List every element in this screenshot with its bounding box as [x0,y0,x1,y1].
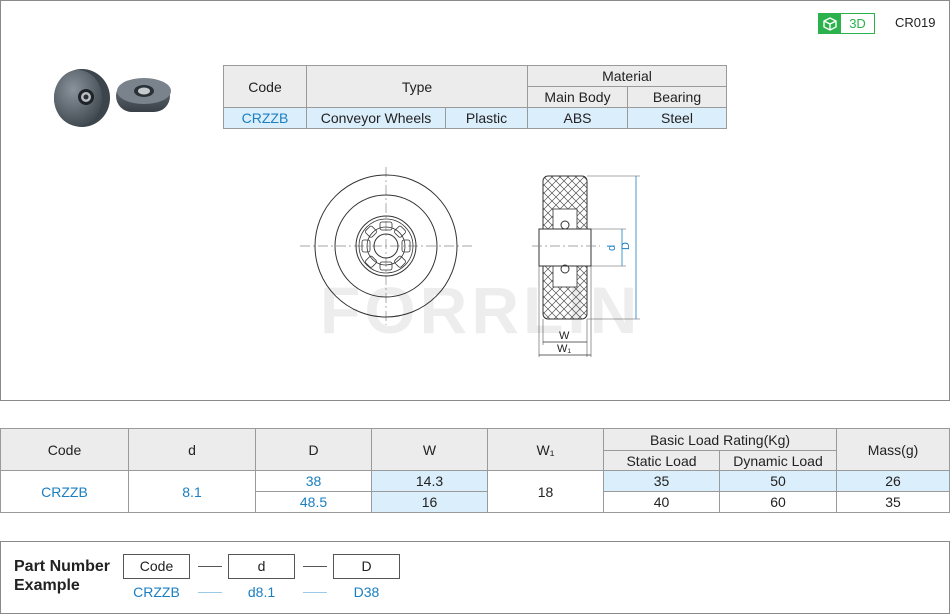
technical-drawing: d D W W₁ FORRLIN [300,167,641,357]
cell-code: CRZZB [223,107,307,129]
spec-cell-W: 14.3 [371,470,488,492]
pn-field-D: D [333,554,400,579]
pn-value-D: D38 [353,584,380,600]
header-code: Code [223,65,307,108]
spec-header-dynamic: Dynamic Load [719,450,837,471]
spec-cell-mass: 26 [836,470,950,492]
part-number-title-line2: Example [14,577,80,594]
cell-type2: Plastic [445,107,528,129]
header-bearing: Bearing [627,86,727,108]
spec-header-d: d [128,428,256,471]
spec-cell-d: 8.1 [128,470,256,513]
pn-dash [198,566,222,567]
spec-header-W1: W₁ [487,428,604,471]
dim-label-W1: W₁ [557,343,571,355]
table-row: 48.5 16 40 60 35 [1,491,950,513]
cell-bearing: Steel [627,107,727,129]
3d-label: 3D [849,16,866,31]
watermark: FORRLIN [320,273,641,347]
table-row: CRZZB Conveyor Wheels Plastic ABS Steel [223,107,727,129]
spec-header-W: W [371,428,488,471]
cell-type: Conveyor Wheels [306,107,446,129]
spec-header-code: Code [0,428,129,471]
3d-model-button[interactable]: 3D [818,13,875,34]
dim-label-D: D [620,242,632,250]
product-code: CR019 [895,15,936,30]
side-view [532,175,640,357]
pn-field-d: d [228,554,295,579]
front-view [300,167,472,325]
cube-icon [819,14,841,33]
pn-value-d: d8.1 [247,584,276,600]
spec-cell-W1: 18 [487,470,604,513]
pn-value-dash [198,592,222,593]
part-number-title: Part Number Example [14,557,110,595]
pn-value-code: CRZZB [133,584,180,600]
spec-cell-static: 40 [603,491,720,513]
spec-cell-dynamic: 50 [719,470,837,492]
spec-cell-D: 48.5 [255,491,372,513]
part-number-title-line1: Part Number [14,558,111,575]
header-type: Type [306,65,528,108]
spec-cell-dynamic: 60 [719,491,837,513]
spec-table: Code d D W W₁ Basic Load Rating(Kg) Mass… [0,428,950,513]
header-material: Material [527,65,727,87]
spec-header-mass: Mass(g) [836,428,950,471]
type-table: Code Type Material Main Body Bearing CRZ… [223,65,727,129]
dim-label-d: d [606,245,618,251]
pn-field-code: Code [123,554,190,579]
product-photo [54,69,171,127]
pn-dash [303,566,327,567]
header-main-body: Main Body [527,86,628,108]
spec-cell-D: 38 [255,470,372,492]
spec-header-static: Static Load [603,450,720,471]
dim-label-W: W [559,330,570,342]
cell-main-body: ABS [527,107,628,129]
spec-cell-W: 16 [371,491,488,513]
table-row: CRZZB 8.1 38 14.3 18 35 50 26 [0,470,950,513]
pn-value-dash [303,592,327,593]
spec-cell-code: CRZZB [0,470,129,513]
spec-cell-static: 35 [603,470,720,492]
spec-header-load: Basic Load Rating(Kg) [603,428,837,451]
spec-header-D: D [255,428,372,471]
spec-cell-mass: 35 [836,491,950,513]
